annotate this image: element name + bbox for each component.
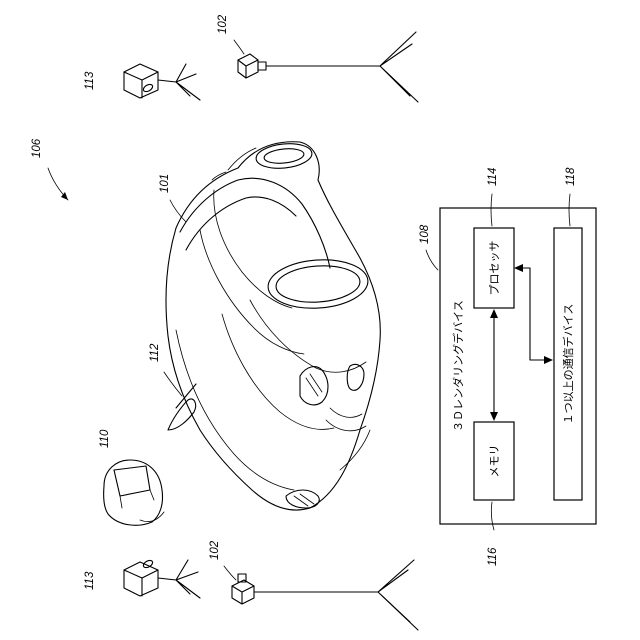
vehicle-rear-fixture-inner (263, 147, 304, 165)
tracker-bottom: 113 (84, 559, 200, 598)
camera-top-lens (258, 62, 266, 70)
user-headset (114, 466, 150, 496)
label-tracker-bottom: 113 (84, 571, 96, 590)
vehicle-headlight-left-detail (306, 374, 322, 396)
vehicle-belt-line (200, 230, 304, 354)
label-tracker-top: 113 (84, 71, 96, 90)
vehicle-roofline (180, 178, 330, 268)
tracker-bottom-edges (124, 570, 158, 596)
tracker-bottom-stand (158, 560, 200, 598)
vehicle-wheel (275, 263, 361, 305)
label-memory: 116 (487, 547, 499, 566)
camera-top-body (238, 54, 258, 78)
label-comm: 118 (565, 167, 577, 186)
camera-top-leader (234, 40, 244, 54)
camera-top: 102 (217, 14, 418, 102)
vehicle-spoiler-edge (228, 148, 256, 170)
wand-stick (176, 384, 196, 408)
label-device: 108 (419, 224, 431, 244)
vehicle-sill-line (176, 330, 294, 490)
vehicle: 101 (159, 141, 380, 510)
tracker-top: 113 (84, 64, 200, 100)
vehicle-front-fixture-detail (294, 494, 314, 506)
tracker-bottom-body (124, 562, 158, 596)
vehicle-bumper-line (340, 430, 370, 470)
camera-top-tripod (380, 32, 418, 102)
rendering-device: 108 ３Ｄレンダリングデバイス 114 プロセッサ メモリ 116 118 １… (419, 167, 596, 566)
user-head (104, 460, 163, 525)
vehicle-hood-line (250, 300, 366, 372)
vehicle-side-line (222, 314, 334, 429)
vehicle-leader (170, 200, 186, 222)
tracker-top-edges (124, 72, 158, 98)
camera-top-edges (238, 60, 258, 78)
camera-bottom-edges (232, 586, 254, 604)
camera-bottom-tripod (378, 560, 418, 630)
label-system: 106 (31, 138, 43, 158)
user-collar (140, 512, 164, 522)
vehicle-grille (326, 408, 366, 431)
vehicle-spoiler-tip (212, 172, 226, 180)
label-vehicle: 101 (159, 174, 171, 193)
label-processor: 114 (487, 168, 499, 186)
processor-label: プロセッサ (488, 241, 501, 296)
device-leader (426, 250, 438, 270)
comm-label: １つ以上の通信デバイス (561, 304, 575, 425)
vehicle-body (166, 142, 380, 510)
vehicle-headlight-left (300, 367, 328, 405)
tracker-top-lens (142, 83, 154, 93)
user: 110 (99, 429, 164, 525)
device-title: ３Ｄレンダリングデバイス (451, 300, 465, 432)
vehicle-rear-fixture-outer (255, 141, 313, 171)
camera-bottom-leader (224, 566, 236, 580)
tracker-top-body (124, 64, 158, 98)
label-camera-bottom: 102 (209, 540, 221, 560)
label-user: 110 (99, 429, 111, 448)
wand: 112 (149, 343, 196, 430)
wand-hand (168, 399, 196, 430)
camera-bottom: 102 (209, 540, 418, 630)
label-wand: 112 (149, 343, 161, 362)
label-camera-top: 102 (217, 14, 229, 34)
tracker-top-stand (158, 64, 200, 100)
memory-label: メモリ (488, 445, 501, 478)
vehicle-wheel-arch (266, 257, 369, 312)
